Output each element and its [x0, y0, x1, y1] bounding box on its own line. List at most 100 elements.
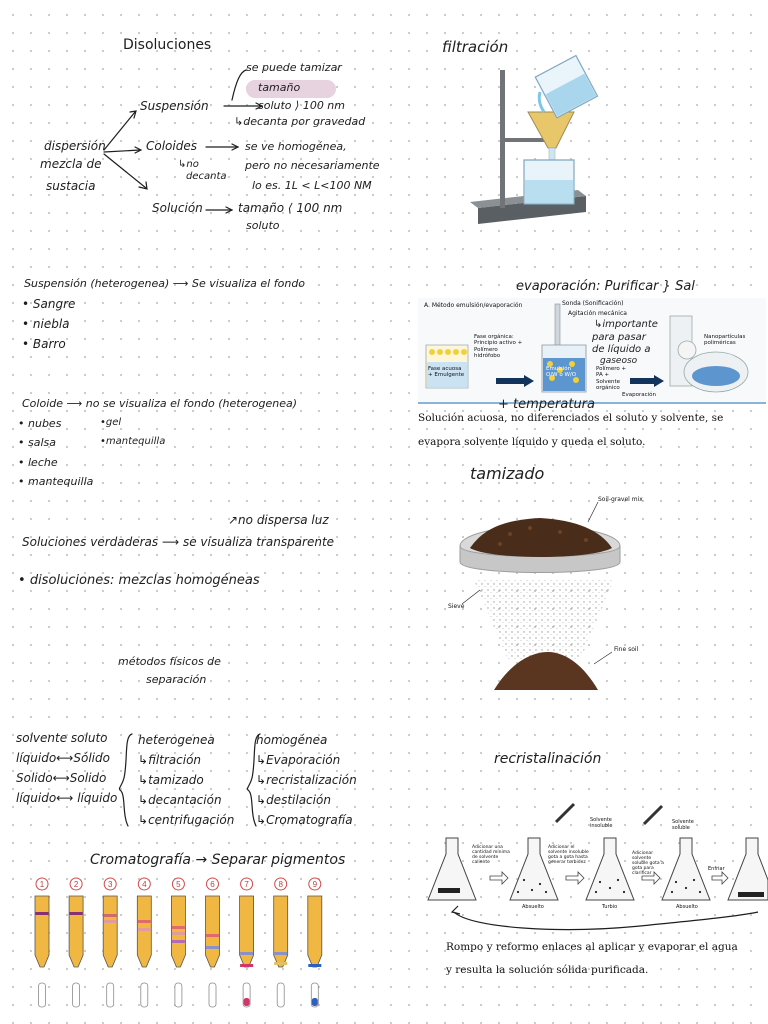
column-number: 9 [313, 880, 318, 889]
label-sieve: Sieve [448, 603, 465, 610]
column-number: 4 [142, 880, 147, 889]
note-soluto: soluto ⟩ 100 nm [258, 99, 345, 112]
coloides-note-1: se ve homogénea, [245, 140, 347, 153]
soluciones-heading: Soluciones verdaderas ⟶ se visualiza tra… [22, 535, 335, 549]
collection-tube [276, 982, 285, 1008]
collection-tube [140, 982, 149, 1008]
column-number: 7 [244, 880, 249, 889]
heterogenea-item-3: ↳decantación [138, 793, 222, 807]
pigment-band [274, 952, 288, 955]
filtracion-title: filtración [442, 38, 509, 56]
chromatography-column [205, 895, 220, 968]
disoluciones-title: Disoluciones [123, 37, 212, 53]
soluciones-note: ↗no dispersa luz [228, 513, 329, 527]
heterogenea-item-4: ↳centrifugación [138, 813, 235, 827]
homogenea-item-1: ↳Evaporación [256, 753, 341, 767]
pigment-band [308, 964, 322, 967]
column-number-circle [171, 877, 185, 891]
root-mezcla: mezcla de [40, 157, 102, 171]
coloide-item-1: • nubes [18, 417, 62, 430]
coloide-item-gel: •gel [100, 417, 122, 428]
tamizado-title: tamizado [470, 464, 545, 483]
pigment-band [35, 912, 49, 915]
note-tamizar: se puede tamizar [246, 61, 342, 74]
column-number-circle [137, 877, 151, 891]
column-number: 3 [108, 880, 113, 889]
evap-hand-1: ↳importante [594, 319, 658, 330]
pair-1: líquido⟷Sólido [16, 751, 110, 765]
chromatography-column [171, 895, 186, 968]
suspension-item-3: • Barro [22, 337, 66, 351]
evap-label-fase-acuosa: Fase acuosa + Emulgente [428, 366, 465, 379]
collection-tube [72, 982, 80, 1008]
pigment-band [240, 952, 254, 955]
recristalizacion-caption-1: Rompo y reformo enlaces al aplicar y eva… [446, 941, 738, 953]
metodos-title-2: separación [146, 673, 207, 686]
label-fine-soil: Fine soil [614, 646, 639, 653]
pigment-band [206, 946, 219, 949]
homogenea-heading: homogénea [256, 733, 328, 747]
column-number: 5 [176, 880, 181, 889]
column-number-circle [35, 877, 49, 891]
column-number-circle [308, 877, 322, 891]
solucion-note-1: tamaño ⟨ 100 nm [238, 201, 343, 215]
column-number: 2 [74, 880, 79, 889]
evaporacion-caption-2: evapora solvente líquido y queda el solu… [418, 436, 646, 448]
pair-0: solvente soluto [16, 731, 108, 745]
evap-label-polimero: Polímero + PA + Solvente orgánico [596, 366, 627, 391]
suspension-item-2: • niebla [22, 317, 70, 331]
homogenea-item-3: ↳destilación [256, 793, 331, 807]
pigment-band [206, 934, 219, 937]
branch-suspension: Suspensión [140, 99, 209, 113]
pair-2: Solido⟷Solido [16, 771, 107, 785]
pigment-band [137, 920, 151, 923]
pigment-band [171, 940, 185, 943]
label-soil-gravel: Soil-gravel mix [598, 496, 643, 503]
collection-tube [208, 982, 217, 1008]
recrist-solvente-soluble: Solvente soluble [672, 819, 694, 831]
recristalizacion-caption-2: y resulta la solución sólida purificada. [446, 964, 649, 976]
highlight-pill [246, 80, 336, 98]
column-number-circle [69, 877, 83, 891]
recrist-step3: Adicionar solvente soluble gota a gota p… [632, 851, 664, 876]
chromatography-column [273, 895, 289, 968]
recrist-step4: Enfriar [708, 866, 725, 872]
evaporacion-title: evaporación: Purificar } Sal [516, 279, 695, 294]
evap-hand-4: gaseoso [600, 356, 638, 366]
pair-3: líquido⟷ líquido [16, 791, 118, 805]
pigment-band [103, 920, 117, 923]
collected-pigment [311, 998, 318, 1006]
note-tamano: tamaño [258, 81, 301, 94]
column-number-circle [240, 877, 254, 891]
suspension-item-1: • Sangre [22, 297, 76, 311]
pigment-band [103, 914, 117, 917]
heterogenea-item-2: ↳tamizado [138, 773, 204, 787]
heterogenea-item-1: ↳filtración [138, 753, 202, 767]
column-number-circle [206, 877, 219, 891]
pigment-band [171, 932, 185, 935]
column-number: 8 [278, 880, 283, 889]
collection-tube [106, 982, 115, 1008]
evap-label-agitacion: Agitación mecánica [568, 310, 627, 317]
coloide-item-3: • leche [18, 456, 58, 469]
homogenea-item-2: ↳recristalización [256, 773, 357, 787]
evap-hand-temperatura: + temperatura [498, 397, 595, 412]
coloides-no: ↳no [178, 159, 199, 170]
coloide-heading: Coloide ⟶ no se visualiza el fondo (hete… [22, 397, 298, 410]
evap-label-emulsion: Emulsión O/W o W/O [546, 366, 577, 379]
note-decanta: ↳decanta por gravedad [234, 115, 366, 128]
collection-tube [174, 982, 183, 1008]
recrist-solvente-insoluble: Solvente insoluble [590, 817, 613, 829]
recrist-turbio: Turbio [602, 904, 618, 910]
recrist-absuelto: Absuelto [522, 904, 544, 910]
coloide-item-4: • mantequilla [18, 475, 94, 488]
evaporacion-caption-1: Solución acuosa, no diferenciados el sol… [418, 412, 724, 424]
evap-label-fase-organica: Fase orgánica: Principio activo + Políme… [474, 334, 523, 359]
recrist-step1: Adicionar una cantidad mínima de solvent… [472, 845, 510, 865]
pigment-band [171, 926, 185, 929]
